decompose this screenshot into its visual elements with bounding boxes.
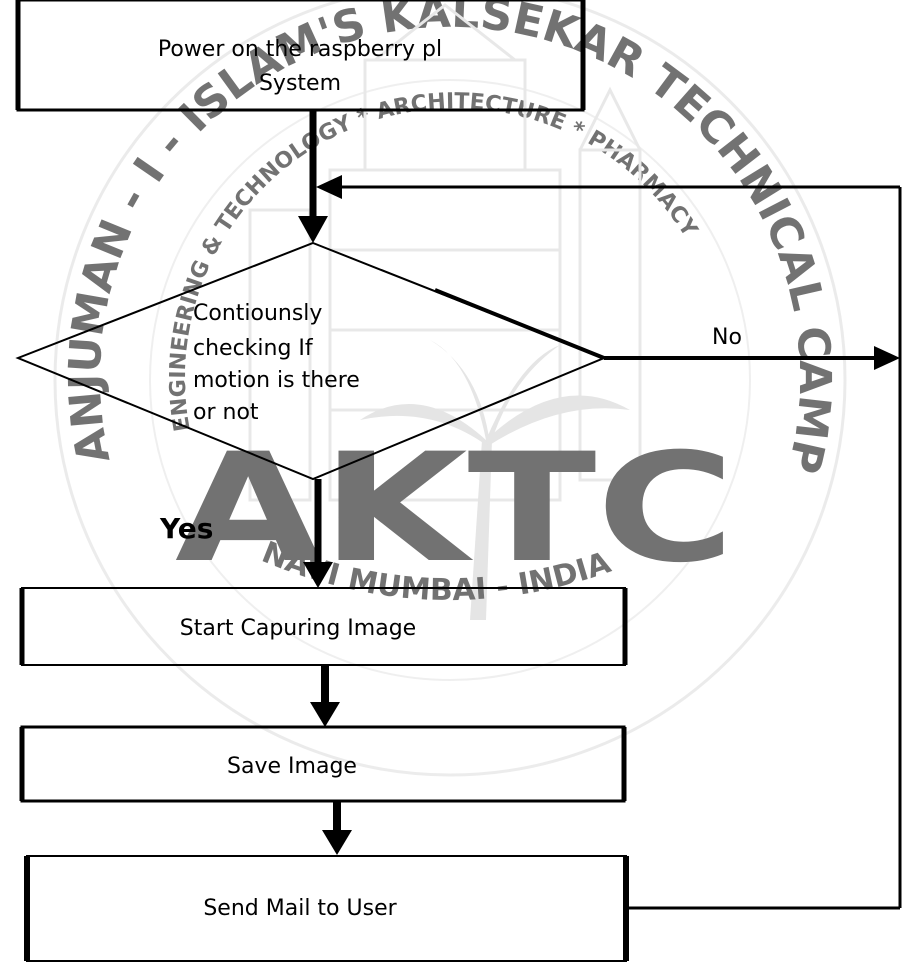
power-on-label-line1: Power on the raspberry pl [158,37,442,62]
decision-label-line2: checking If [193,336,314,361]
step-save-image: Save Image [19,725,627,803]
decision-label-line1: Contiounsly [193,301,322,326]
power-on-label-line2: System [259,71,341,96]
arrow-save-to-mail [322,801,352,855]
decision-motion-check: Contiounsly checking If motion is there … [15,241,607,481]
yes-label: Yes [159,512,213,545]
send-mail-label: Send Mail to User [203,896,397,921]
watermark-palm-icon [360,340,630,620]
loop-back-connector [316,175,902,910]
watermark-seal: ANJUMAN - I - ISLAM'S KALSEKAR TECHNICAL… [0,0,847,777]
step-power-on: Power on the raspberry pl System [15,0,586,112]
branch-yes: Yes [159,479,333,588]
capture-label: Start Capuring Image [180,616,416,641]
decision-label-line3: motion is there [193,368,360,393]
decision-label-line4: or not [193,400,259,425]
arrow-power-to-decision [298,110,328,243]
watermark-logo-letters: AKTC [175,422,735,596]
arrow-capture-to-save [310,665,340,727]
no-label: No [712,325,742,350]
watermark-tower-icon [248,3,642,502]
save-label: Save Image [227,754,357,779]
branch-no: No [604,325,900,370]
step-send-mail: Send Mail to User [24,855,629,962]
